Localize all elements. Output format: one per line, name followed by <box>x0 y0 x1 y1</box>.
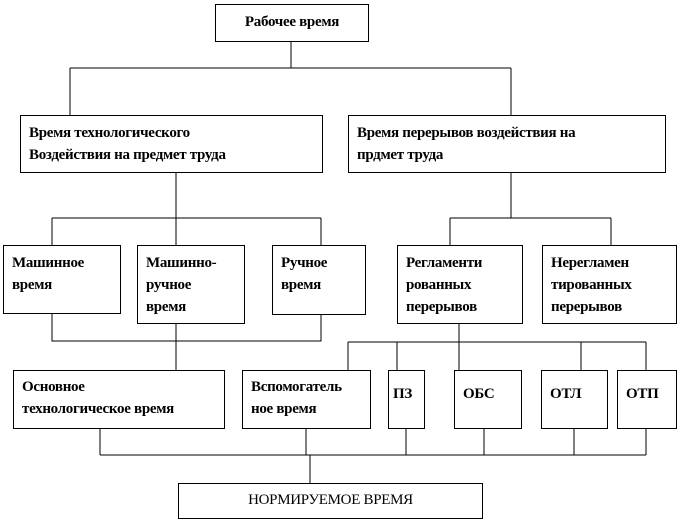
pz-box: ПЗ <box>388 370 425 429</box>
label-line: рованных <box>406 277 472 293</box>
label-line: технологическое время <box>22 401 174 417</box>
label-line: Воздействия на предмет труда <box>29 147 226 163</box>
regulated-breaks-box: Регламенти рованных перерывов <box>397 245 523 324</box>
label-line: Вспомогатель <box>251 379 342 395</box>
normalized-time-box: НОРМИРУЕМОЕ ВРЕМЯ <box>178 483 483 519</box>
root-label: Рабочее время <box>244 14 340 30</box>
label-line: время <box>146 299 186 315</box>
label-line: прдмет труда <box>357 147 444 163</box>
unregulated-breaks-box: Нерегламен тированных перерывов <box>542 245 677 324</box>
machine-manual-time-box: Машинно- ручное время <box>137 245 245 324</box>
label-line: время <box>281 277 321 293</box>
label-line: Регламенти <box>406 255 483 271</box>
label-line: Время технологического <box>29 125 190 141</box>
label-line: перерывов <box>551 299 622 315</box>
label-line: перерывов <box>406 299 477 315</box>
label-line: ное время <box>251 401 317 417</box>
label-line: Нерегламен <box>551 255 629 271</box>
otl-box: ОТЛ <box>541 370 608 429</box>
label-line: время <box>12 277 52 293</box>
obs-box: ОБС <box>454 370 522 429</box>
break-time-box: Время перерывов воздействия на прдмет тр… <box>348 115 666 173</box>
normalized-time-label: НОРМИРУЕМОЕ ВРЕМЯ <box>248 492 413 508</box>
manual-time-box: Ручное время <box>272 245 366 315</box>
otl-label: ОТЛ <box>550 386 582 402</box>
machine-time-box: Машинное время <box>3 245 121 314</box>
obs-label: ОБС <box>463 386 495 402</box>
label-line: тированных <box>551 277 632 293</box>
label-line: Ручное <box>281 255 328 271</box>
otp-label: ОТП <box>626 386 659 402</box>
auxiliary-time-box: Вспомогатель ное время <box>242 370 371 429</box>
label-line: ручное <box>146 277 192 293</box>
label-line: Основное <box>22 379 85 395</box>
label-line: Машинное <box>12 255 85 271</box>
label-line: Машинно- <box>146 255 217 271</box>
otp-box: ОТП <box>617 370 677 429</box>
label-line: Время перерывов воздействия на <box>357 125 576 141</box>
tech-impact-time-box: Время технологического Воздействия на пр… <box>20 115 323 173</box>
root-box: Рабочее время <box>215 4 369 42</box>
main-tech-time-box: Основное технологическое время <box>13 370 225 429</box>
pz-label: ПЗ <box>393 386 412 402</box>
